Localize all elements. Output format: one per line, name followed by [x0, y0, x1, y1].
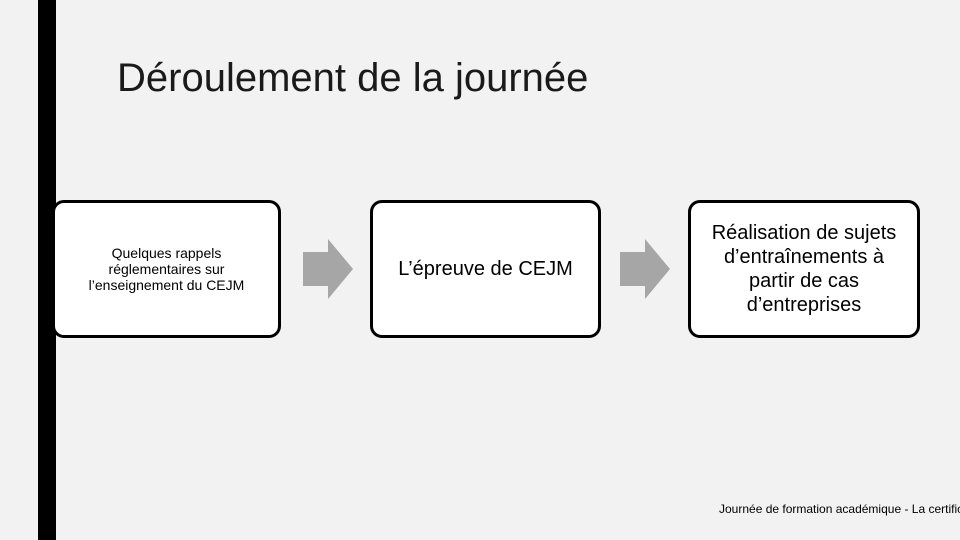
step-box-2: L’épreuve de CEJM: [370, 200, 601, 338]
slide-title: Déroulement de la journée: [117, 56, 589, 100]
step-box-3: Réalisation de sujets d’entraînements à …: [688, 200, 920, 338]
step-1-label: Quelques rappels réglementaires sur l’en…: [88, 245, 245, 293]
left-accent-bar: [38, 0, 56, 540]
step-2-label: L’épreuve de CEJM: [398, 258, 573, 280]
slide-footer: Journée de formation académique - La cer…: [719, 502, 960, 516]
step-box-1: Quelques rappels réglementaires sur l’en…: [52, 200, 281, 338]
step-3-label: Réalisation de sujets d’entraînements à …: [711, 222, 897, 316]
arrow-right-icon: [303, 239, 353, 299]
arrow-right-icon: [620, 239, 670, 299]
